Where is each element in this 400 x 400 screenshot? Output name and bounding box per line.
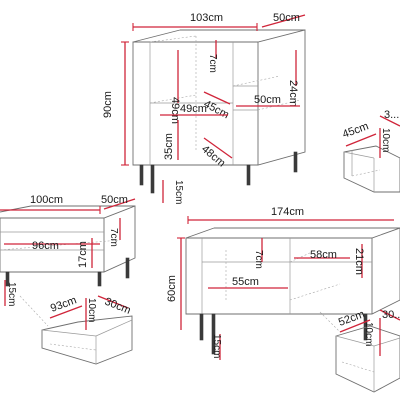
sideboard-width-label: 103cm bbox=[190, 12, 223, 24]
dim-tv-bench-small-drawer-height: 7cm bbox=[108, 218, 121, 247]
dim-tv-bench-large-width: 174cm bbox=[187, 206, 394, 224]
tv-bench-small-drawer-height-label: 10cm bbox=[86, 298, 97, 322]
sideboard-leg bbox=[246, 164, 251, 186]
tv-bench-small-drawer-width-label: 93cm bbox=[49, 294, 78, 314]
tv-bench-large-drawer: 52cm 10cm 30... bbox=[319, 308, 400, 393]
dim-sideboard-width: 103cm bbox=[132, 12, 258, 31]
dim-sideboard-leg-height: 15cm bbox=[162, 180, 184, 204]
tv-bench-large-middle-height-label: 21cm bbox=[353, 248, 365, 275]
sideboard: 103cm 50cm 90cm 49cm 7cm 45cm 49cm bbox=[102, 12, 306, 204]
tv-bench-large-middle-width-label: 58cm bbox=[310, 249, 337, 261]
tv-bench-small-drawer: 93cm 10cm 30cm bbox=[19, 294, 133, 365]
sideboard-height-label: 90cm bbox=[102, 91, 114, 118]
sideboard-leg bbox=[293, 151, 298, 173]
tv-bench-large-drawer-height-label: 10cm bbox=[363, 322, 374, 346]
tv-bench-large-leg bbox=[199, 313, 204, 341]
sideboard-lower-shelf-depth-label: 48cm bbox=[199, 143, 227, 169]
dim-tv-bench-large-left-width: 55cm bbox=[208, 276, 288, 289]
dim-tv-bench-small-inner-width: 96cm bbox=[4, 240, 100, 252]
tv-bench-small-inner-width-label: 96cm bbox=[32, 240, 59, 252]
tv-bench-small-leg bbox=[97, 271, 102, 287]
sideboard-drawer-height-label: 7cm bbox=[207, 54, 218, 73]
tv-bench-small-depth-label: 50cm bbox=[101, 194, 128, 206]
dim-tv-bench-small-drawer-depth: 30cm bbox=[97, 295, 132, 317]
sideboard-leg bbox=[139, 164, 144, 186]
sideboard-upper-shelf-height-label: 49cm bbox=[169, 97, 181, 124]
dim-sideboard-drawer-height: 7cm bbox=[207, 40, 218, 73]
sideboard-drawer-height-label: 10cm bbox=[380, 128, 391, 152]
tv-bench-large-height-label: 60cm bbox=[166, 275, 178, 302]
tv-bench-large-drawer-depth-label: 30... bbox=[382, 309, 400, 321]
dim-tv-bench-large-drawer-height: 10cm bbox=[363, 318, 381, 356]
sideboard-leg-height-label: 15cm bbox=[173, 180, 184, 204]
dim-sideboard-upper-shelf-width: 49cm bbox=[160, 103, 228, 116]
sideboard-drawer: 45cm 10cm 3... bbox=[341, 109, 400, 193]
tv-bench-small-inner-height-label: 17cm bbox=[77, 241, 89, 268]
dim-sideboard-upper-shelf-height: 49cm bbox=[169, 50, 181, 124]
sideboard-depth-label: 50cm bbox=[273, 12, 300, 24]
sideboard-right-compartment-width-label: 50cm bbox=[254, 94, 281, 106]
dim-tv-bench-small-drawer-width: 93cm bbox=[49, 294, 83, 319]
dim-tv-bench-small-width: 100cm bbox=[0, 194, 101, 214]
tv-bench-small-drawer-depth-label: 30cm bbox=[103, 296, 132, 317]
tv-bench-small-leg bbox=[5, 271, 10, 287]
dim-tv-bench-large-middle-height: 21cm bbox=[353, 244, 365, 278]
tv-bench-large-leg bbox=[211, 313, 216, 355]
tv-bench-large-left-width-label: 55cm bbox=[232, 276, 259, 288]
dim-sideboard-right-compartment-width: 50cm bbox=[236, 94, 300, 107]
tv-bench-large: 174cm 60cm 7cm 58cm 21cm 55cm 15cm bbox=[166, 206, 400, 360]
tv-bench-small-width-label: 100cm bbox=[30, 194, 63, 206]
sideboard-upper-shelf-width-label: 49cm bbox=[180, 103, 207, 115]
dim-sideboard-drawer-width: 45cm bbox=[341, 120, 377, 147]
dim-tv-bench-small-leg-height: 15cm bbox=[4, 280, 17, 306]
sideboard-right-compartment-height-label: 24cm bbox=[287, 80, 299, 107]
dim-tv-bench-small-inner-height: 17cm bbox=[77, 238, 93, 268]
tv-bench-small-leg-height-label: 15cm bbox=[6, 282, 17, 306]
tv-bench-small-drawer-height-label: 7cm bbox=[108, 228, 119, 247]
tv-bench-large-leg-height-label: 15cm bbox=[211, 334, 222, 358]
dim-sideboard-drawer-depth: 3... bbox=[379, 109, 400, 127]
tv-bench-small: 100cm 50cm 96cm 17cm 7cm 15cm bbox=[0, 194, 136, 306]
sideboard-lower-shelf-height-label: 35cm bbox=[163, 133, 175, 160]
dim-tv-bench-small-drawer-height: 10cm bbox=[85, 298, 97, 330]
dim-tv-bench-large-drawer-depth: 30... bbox=[379, 309, 400, 321]
tv-bench-small-leg bbox=[125, 257, 130, 279]
dim-tv-bench-large-middle-width: 58cm bbox=[294, 249, 350, 261]
tv-bench-large-drawer-height-label: 7cm bbox=[253, 250, 264, 269]
dim-tv-bench-large-height: 60cm bbox=[166, 237, 185, 330]
dim-sideboard-lower-shelf-height: 35cm bbox=[163, 120, 179, 160]
dim-sideboard-height: 90cm bbox=[102, 41, 129, 166]
sideboard-leg bbox=[150, 164, 155, 194]
dim-tv-bench-small-depth: 50cm bbox=[101, 194, 136, 210]
tv-bench-large-width-label: 174cm bbox=[271, 206, 304, 218]
dim-sideboard-depth: 50cm bbox=[261, 12, 306, 28]
dim-sideboard-right-compartment-height: 24cm bbox=[287, 50, 299, 107]
dim-sideboard-drawer-height: 10cm bbox=[379, 128, 391, 158]
dim-tv-bench-large-drawer-height: 7cm bbox=[253, 238, 264, 269]
tv-bench-large-drawer-width-label: 52cm bbox=[337, 308, 366, 328]
dim-tv-bench-large-leg-height: 15cm bbox=[211, 334, 222, 360]
sideboard-drawer-depth-label: 3... bbox=[384, 109, 399, 121]
